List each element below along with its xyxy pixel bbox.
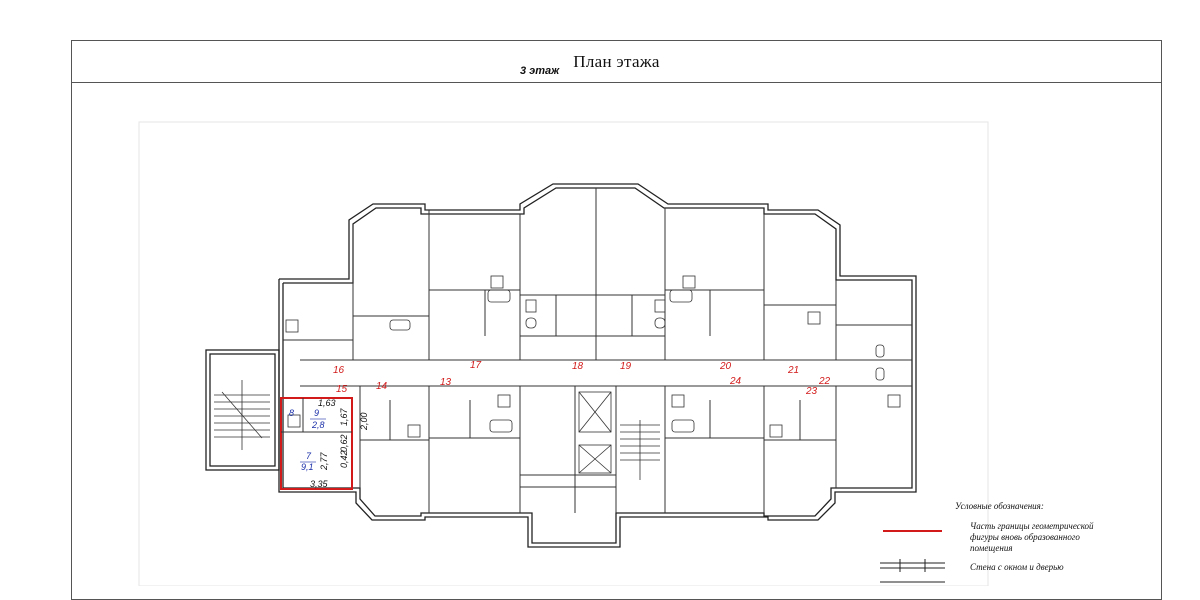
apt-number-14: 14 xyxy=(376,381,388,392)
apt-number-17: 17 xyxy=(470,360,482,371)
dim-2-00: 2,00 xyxy=(359,412,369,431)
apt-number-13: 13 xyxy=(440,377,452,388)
floor-plan-drawing: 16 17 18 19 20 21 22 15 14 13 24 23 8 9 … xyxy=(138,121,989,586)
apt-number-22: 22 xyxy=(818,376,831,387)
stairs-and-elevators xyxy=(214,380,660,480)
interior-walls xyxy=(283,188,912,513)
legend-item-boundary: Часть границы геометрической фигуры внов… xyxy=(970,521,1094,553)
legend-title: Условные обозначения: xyxy=(955,501,1044,511)
dim-2-77: 2,77 xyxy=(319,451,329,471)
sheet-title: План этажа xyxy=(72,41,1161,83)
floor-label: 3 этаж xyxy=(520,65,560,77)
apt-number-24: 24 xyxy=(729,376,742,387)
outer-walls xyxy=(205,183,917,548)
apt-number-18: 18 xyxy=(572,361,584,372)
dim-1-67: 1,67 xyxy=(339,407,349,426)
highlighted-room-labels: 8 9 2,8 7 9,1 1,63 1,67 2,00 0,62 2,77 0… xyxy=(289,398,369,489)
room-8-number: 8 xyxy=(289,408,294,418)
drawing-frame xyxy=(138,121,989,586)
apt-number-20: 20 xyxy=(719,361,732,372)
room-9-area: 2,8 xyxy=(311,420,325,430)
boundary-red-line xyxy=(280,397,353,490)
dim-0-62: 0,62 xyxy=(339,434,349,452)
apt-number-16: 16 xyxy=(333,365,345,376)
sanitary-fixtures xyxy=(285,275,901,438)
room-7-number: 7 xyxy=(306,451,312,461)
apartment-numbers: 16 17 18 19 20 21 22 15 14 13 24 23 xyxy=(333,360,831,397)
room-7-area: 9,1 xyxy=(301,462,314,472)
dim-1-63: 1,63 xyxy=(318,398,336,408)
dim-0-42: 0,42 xyxy=(339,450,349,468)
apt-number-15: 15 xyxy=(336,384,348,395)
apt-number-23: 23 xyxy=(805,386,818,397)
apt-number-19: 19 xyxy=(620,361,632,372)
dim-3-35: 3,35 xyxy=(310,479,329,489)
legend-symbol-wall-window-door xyxy=(880,559,945,583)
legend-item-wall: Стена с окном и дверью xyxy=(970,562,1064,572)
room-9-number: 9 xyxy=(314,408,319,418)
apt-number-21: 21 xyxy=(787,365,799,376)
